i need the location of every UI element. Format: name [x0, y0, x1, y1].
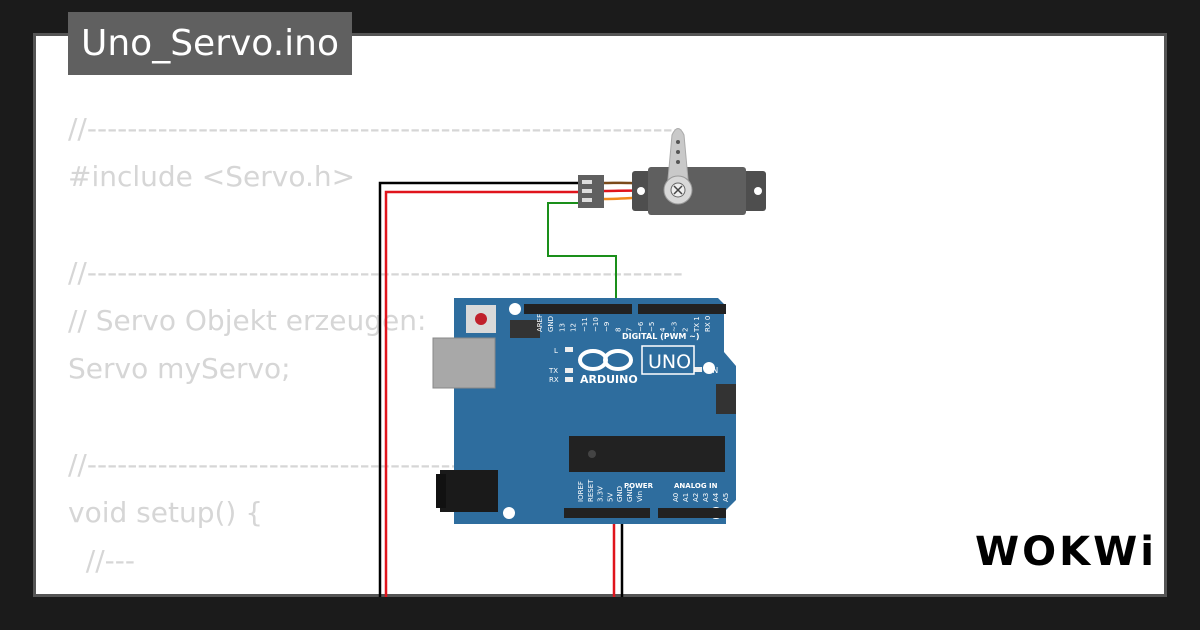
pin-label: ~11 [581, 317, 589, 332]
code-line: //--------------------------------------… [68, 112, 683, 145]
analog-label: ANALOG IN [674, 482, 718, 490]
pin-label: ~3 [670, 322, 678, 332]
pin-label: GND [547, 316, 555, 332]
code-line: // Servo-Objekt mit Pin 9 verbinden und [68, 585, 683, 597]
pin-label: GND [616, 486, 624, 502]
pin-label: ~10 [592, 317, 600, 332]
pin-label: ~5 [648, 322, 656, 332]
led-label-rx: RX [549, 376, 559, 384]
pin-label: TX 1 [693, 316, 701, 333]
code-listing: //--------------------------------------… [68, 105, 683, 597]
servo-motor [632, 128, 766, 215]
pin-label: 4 [659, 327, 667, 332]
pin-label: Vin [636, 491, 644, 502]
wire-black [378, 181, 582, 597]
board-model: UNO [648, 351, 691, 373]
arduino-logo-icon [578, 349, 633, 371]
pin-label: A1 [682, 493, 690, 502]
pin-label: AREF [536, 314, 544, 332]
pin-label: 3.3V [597, 486, 605, 502]
usb-port [432, 337, 496, 389]
led-label-tx: TX [548, 367, 558, 375]
power-jack [440, 470, 498, 512]
pin-label: RX 0 [704, 316, 712, 332]
power-label: POWER [624, 482, 654, 490]
wire-red [384, 190, 582, 597]
pin-label: A2 [692, 493, 700, 502]
servo-connector [578, 175, 604, 208]
pin-label: ~6 [637, 321, 645, 332]
code-line: #include <Servo.h> [68, 160, 356, 193]
led-label-l: L [554, 347, 558, 355]
wokwi-logo: WOKWi [975, 529, 1157, 575]
pin-label: 2 [682, 328, 690, 332]
pin-label: ~9 [603, 322, 611, 332]
on-label: ON [706, 366, 718, 375]
pin-label: A0 [672, 493, 680, 502]
pin-label: A4 [712, 492, 720, 502]
code-line: Servo myServo; [68, 352, 291, 385]
sketch-title: Uno_Servo.ino [68, 12, 352, 75]
pin-label: RESET [587, 479, 595, 502]
pin-label: IOREF [577, 481, 585, 502]
pin-label: GND [626, 486, 634, 502]
board-brand: ARDUINO [580, 373, 638, 386]
pin-label: 7 [626, 328, 634, 332]
pin-label: 5V [606, 493, 614, 502]
pin-label: 8 [614, 328, 622, 332]
code-line: void setup() { [68, 496, 264, 529]
code-line: // Servo Objekt erzeugen: [68, 304, 427, 337]
pin-label: A3 [702, 493, 710, 502]
pin-label: A5 [722, 493, 730, 502]
code-line: //--------------------------------------… [68, 256, 683, 289]
arduino-uno-board: UNO ARDUINO DIGITAL (PWM ~) POWER ANALOG… [432, 298, 736, 524]
digital-label: DIGITAL (PWM ~) [622, 332, 700, 341]
pin-label: 12 [570, 323, 578, 332]
code-line: //--- [68, 544, 135, 577]
wire-green [547, 202, 617, 312]
pin-label: 13 [558, 323, 566, 332]
